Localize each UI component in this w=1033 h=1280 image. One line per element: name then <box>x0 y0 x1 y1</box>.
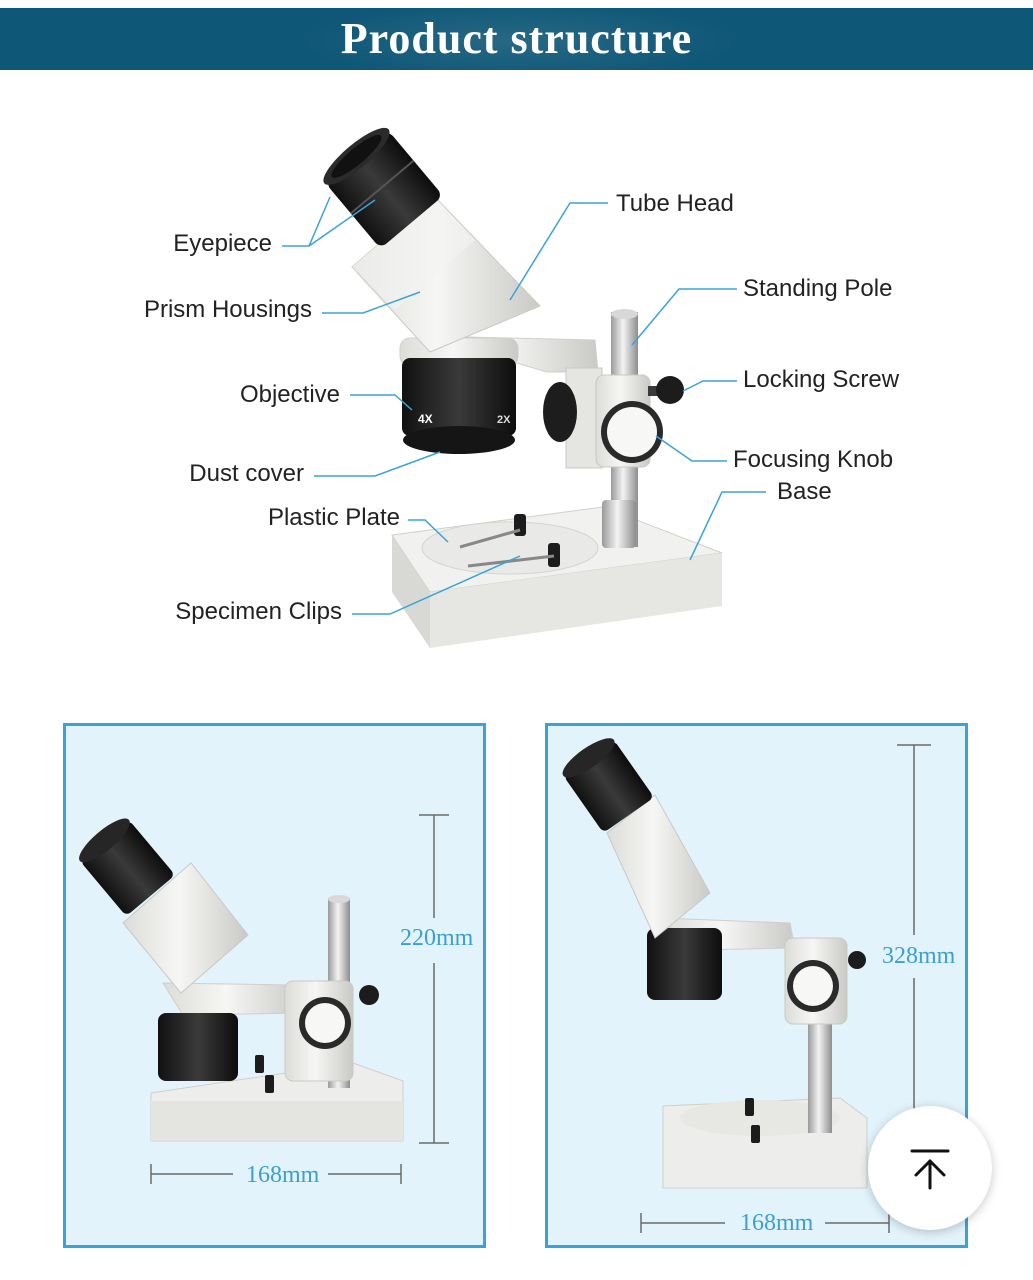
objective <box>399 337 519 454</box>
arrow-up-to-line-icon <box>910 1149 950 1190</box>
label-focusing-knob: Focusing Knob <box>733 446 894 473</box>
plastic-plate <box>421 521 599 575</box>
scroll-to-top-button[interactable] <box>868 1106 992 1230</box>
label-base: Base <box>777 478 832 505</box>
label-specimen-clips: Specimen Clips <box>175 598 342 625</box>
label-plastic-plate: Plastic Plate <box>267 504 400 531</box>
left-width-dimension: 168mm <box>246 1162 320 1188</box>
locking-screw <box>648 376 684 404</box>
label-objective: Objective <box>239 381 340 408</box>
label-tube-head: Tube Head <box>616 190 734 217</box>
header-banner <box>0 8 1033 70</box>
banner-glow <box>300 0 740 82</box>
eyepiece <box>323 127 440 246</box>
focusing-knob-back <box>543 382 577 442</box>
objective-mark-left: 4X <box>418 412 433 426</box>
right-height-dimension: 328mm <box>882 943 956 969</box>
leader-lines <box>282 196 766 615</box>
label-locking-screw: Locking Screw <box>743 366 900 393</box>
specimen-clips <box>459 514 560 568</box>
objective-mark-right: 2X <box>497 414 511 426</box>
dust-cover <box>403 426 515 454</box>
page-title: Product structure <box>340 14 693 63</box>
left-panel-microscope <box>79 814 449 1184</box>
right-panel-microscope <box>562 738 931 1233</box>
microscope-diagram: 4X 2X <box>282 127 766 648</box>
label-dust-cover: Dust cover <box>189 460 304 487</box>
label-standing-pole: Standing Pole <box>743 275 893 302</box>
focusing-knob <box>601 401 663 463</box>
right-width-dimension: 168mm <box>740 1210 814 1236</box>
label-prism-housings: Prism Housings <box>143 296 312 323</box>
label-eyepiece: Eyepiece <box>173 230 272 257</box>
left-height-dimension: 220mm <box>400 925 474 951</box>
